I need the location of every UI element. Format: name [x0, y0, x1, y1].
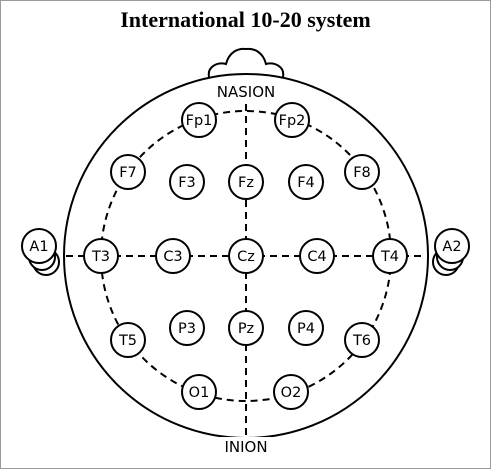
electrode-t3: T3: [83, 238, 119, 274]
electrode-o2: O2: [273, 374, 309, 410]
electrode-c3-label: C3: [163, 249, 182, 265]
electrode-p4-label: P4: [297, 321, 315, 337]
electrode-fp2-label: Fp2: [279, 113, 306, 129]
electrode-t4: T4: [372, 238, 408, 274]
electrode-c3: C3: [155, 238, 191, 274]
electrode-fp1: Fp1: [181, 102, 217, 138]
electrode-a1: A1: [21, 228, 57, 264]
electrode-c4-label: C4: [307, 249, 326, 265]
electrode-c4: C4: [299, 238, 335, 274]
electrode-p4: P4: [288, 310, 324, 346]
electrode-fp2: Fp2: [274, 102, 310, 138]
electrode-o2-label: O2: [281, 385, 302, 401]
electrode-f3: F3: [169, 164, 205, 200]
electrode-p3: P3: [169, 310, 205, 346]
inion-label-bg: [220, 437, 272, 455]
electrode-t3-label: T3: [91, 249, 110, 265]
electrode-p3-label: P3: [178, 321, 196, 337]
electrode-f8: F8: [344, 154, 380, 190]
inion-label: INION: [224, 438, 267, 456]
electrode-cz-label: Cz: [237, 249, 255, 265]
electrode-fp1-label: Fp1: [186, 113, 213, 129]
electrode-fz-label: Fz: [238, 175, 254, 191]
electrode-fz: Fz: [228, 164, 264, 200]
electrode-t6-label: T6: [352, 333, 371, 349]
electrode-a2-label: A2: [442, 239, 461, 255]
nasion-label: NASION: [217, 83, 275, 101]
electrode-t4-label: T4: [380, 249, 399, 265]
electrode-cz: Cz: [228, 238, 264, 274]
electrode-f4-label: F4: [297, 175, 315, 191]
electrode-a1-label: A1: [29, 239, 48, 255]
electrode-o1: O1: [181, 374, 217, 410]
electrode-o1-label: O1: [189, 385, 210, 401]
electrode-f4: F4: [288, 164, 324, 200]
electrode-t6: T6: [344, 322, 380, 358]
diagram-title: International 10-20 system: [120, 7, 371, 32]
electrode-pz-label: Pz: [238, 321, 254, 337]
electrode-f8-label: F8: [353, 165, 371, 181]
electrode-a2: A2: [434, 228, 470, 264]
electrode-pz: Pz: [228, 310, 264, 346]
electrode-f7: F7: [110, 154, 146, 190]
electrode-f3-label: F3: [178, 175, 196, 191]
nose: [207, 47, 285, 78]
electrode-f7-label: F7: [119, 165, 137, 181]
electrode-t5-label: T5: [118, 333, 137, 349]
electrode-t5: T5: [110, 322, 146, 358]
nasion-label-bg: [214, 82, 278, 100]
